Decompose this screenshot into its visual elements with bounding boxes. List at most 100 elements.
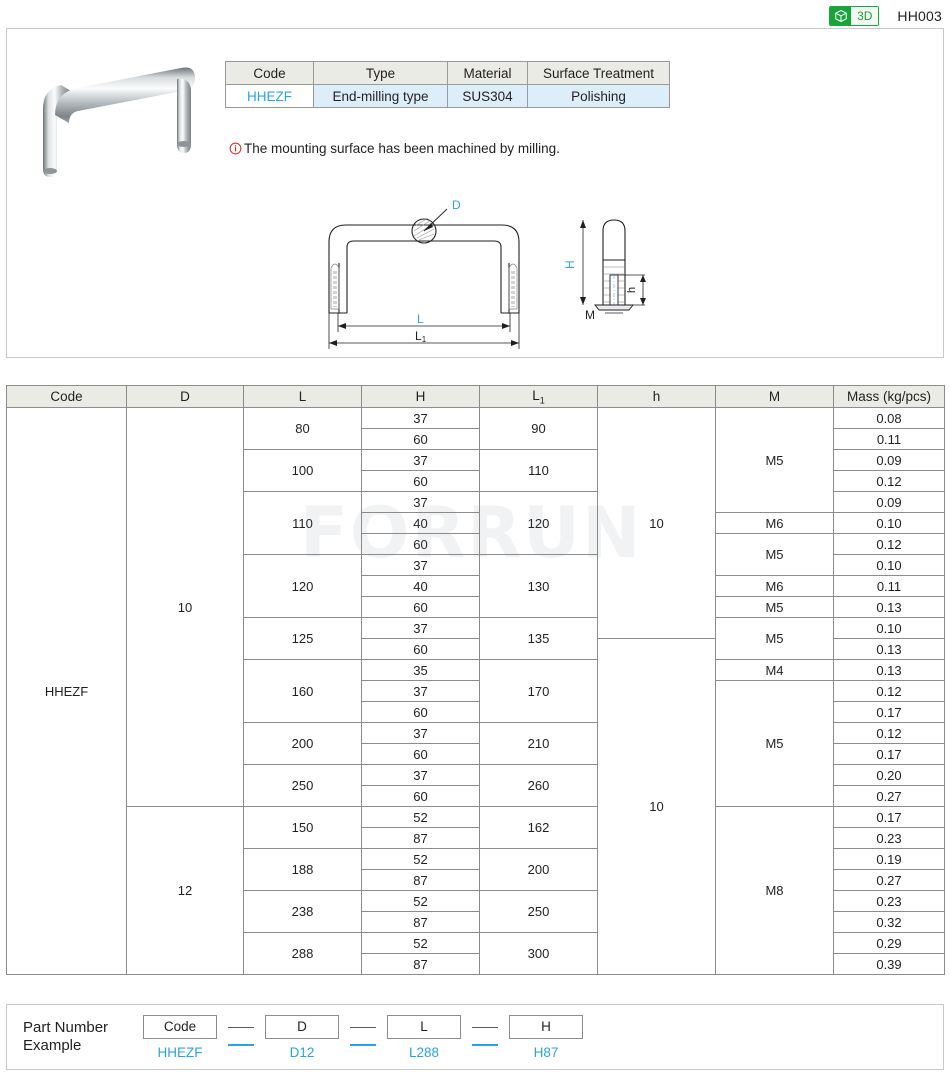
cell-h: 87 xyxy=(361,827,480,849)
cell-h: 87 xyxy=(361,869,480,891)
cell-l: 250 xyxy=(243,764,362,807)
cell-mass: 0.17 xyxy=(833,806,945,828)
th-m: M xyxy=(715,385,834,408)
spec-value-type: End-milling type xyxy=(313,84,448,108)
product-overview-panel: Code Type Material Surface Treatment HHE… xyxy=(6,28,944,358)
cell-h: 52 xyxy=(361,890,480,912)
cell-h: 35 xyxy=(361,659,480,681)
dim-label-h: H xyxy=(565,260,577,269)
cell-h-small: 10 xyxy=(597,638,716,975)
spec-value-surface: Polishing xyxy=(527,84,670,108)
cell-m: M5 xyxy=(715,617,834,660)
th-mass: Mass (kg/pcs) xyxy=(833,385,945,408)
cell-l1: 120 xyxy=(479,491,598,555)
cell-h: 60 xyxy=(361,533,480,555)
spec-header-material: Material xyxy=(447,61,528,85)
pne-box-code[interactable]: Code xyxy=(143,1014,217,1039)
note-text: The mounting surface has been machined b… xyxy=(244,141,560,156)
cell-mass: 0.17 xyxy=(833,743,945,765)
cell-l: 150 xyxy=(243,806,362,849)
dim-label-l1: L1 xyxy=(415,329,427,344)
pne-segment: H H87 xyxy=(505,1014,587,1060)
pne-connector xyxy=(343,1015,383,1046)
th-d: D xyxy=(126,385,244,408)
cell-l: 288 xyxy=(243,932,362,975)
cell-l1: 260 xyxy=(479,764,598,807)
top-bar: 3D HH003 xyxy=(829,6,942,26)
dim-label-h-small: h xyxy=(626,287,638,293)
cell-l1: 200 xyxy=(479,848,598,891)
cell-m: M8 xyxy=(715,806,834,975)
cell-mass: 0.10 xyxy=(833,554,945,576)
cell-l: 238 xyxy=(243,890,362,933)
cell-h: 40 xyxy=(361,575,480,597)
spec-table: Code Type Material Surface Treatment HHE… xyxy=(225,61,670,108)
cell-h: 37 xyxy=(361,680,480,702)
cell-mass: 0.12 xyxy=(833,470,945,492)
cell-h: 60 xyxy=(361,638,480,660)
th-code: Code xyxy=(6,385,127,408)
pne-box-d[interactable]: D xyxy=(265,1014,339,1039)
cell-d: 12 xyxy=(126,806,244,975)
cell-l1: 130 xyxy=(479,554,598,618)
spec-value-code: HHEZF xyxy=(225,84,314,108)
cell-mass: 0.27 xyxy=(833,869,945,891)
cell-l: 160 xyxy=(243,659,362,723)
cell-mass: 0.12 xyxy=(833,680,945,702)
part-number-example-title: Part Number Example xyxy=(23,1019,139,1055)
cell-h: 52 xyxy=(361,848,480,870)
cell-mass: 0.39 xyxy=(833,953,945,975)
cell-mass: 0.13 xyxy=(833,659,945,681)
spec-header-row: Code Type Material Surface Treatment xyxy=(225,61,670,85)
cell-l1: 90 xyxy=(479,407,598,450)
cell-l1: 170 xyxy=(479,659,598,723)
cell-mass: 0.09 xyxy=(833,491,945,513)
pne-value-d: D12 xyxy=(289,1044,315,1060)
spec-value-material: SUS304 xyxy=(447,84,528,108)
cell-mass: 0.23 xyxy=(833,890,945,912)
cell-h: 37 xyxy=(361,722,480,744)
cell-l1: 110 xyxy=(479,449,598,492)
cell-l1: 210 xyxy=(479,722,598,765)
cell-mass: 0.20 xyxy=(833,764,945,786)
cell-h: 40 xyxy=(361,512,480,534)
pne-box-l[interactable]: L xyxy=(387,1014,461,1039)
cell-h: 52 xyxy=(361,806,480,828)
pne-connector xyxy=(465,1015,505,1046)
3d-badge[interactable]: 3D xyxy=(829,6,880,26)
pne-box-h[interactable]: H xyxy=(509,1014,583,1039)
cell-l1: 162 xyxy=(479,806,598,849)
cell-h: 52 xyxy=(361,932,480,954)
note-row: The mounting surface has been machined b… xyxy=(229,141,560,156)
cell-m: M5 xyxy=(715,407,834,513)
pne-value-h: H87 xyxy=(533,1044,559,1060)
spec-header-type: Type xyxy=(313,61,448,85)
dim-label-m: M xyxy=(585,308,595,322)
cell-mass: 0.10 xyxy=(833,617,945,639)
cell-h: 60 xyxy=(361,701,480,723)
